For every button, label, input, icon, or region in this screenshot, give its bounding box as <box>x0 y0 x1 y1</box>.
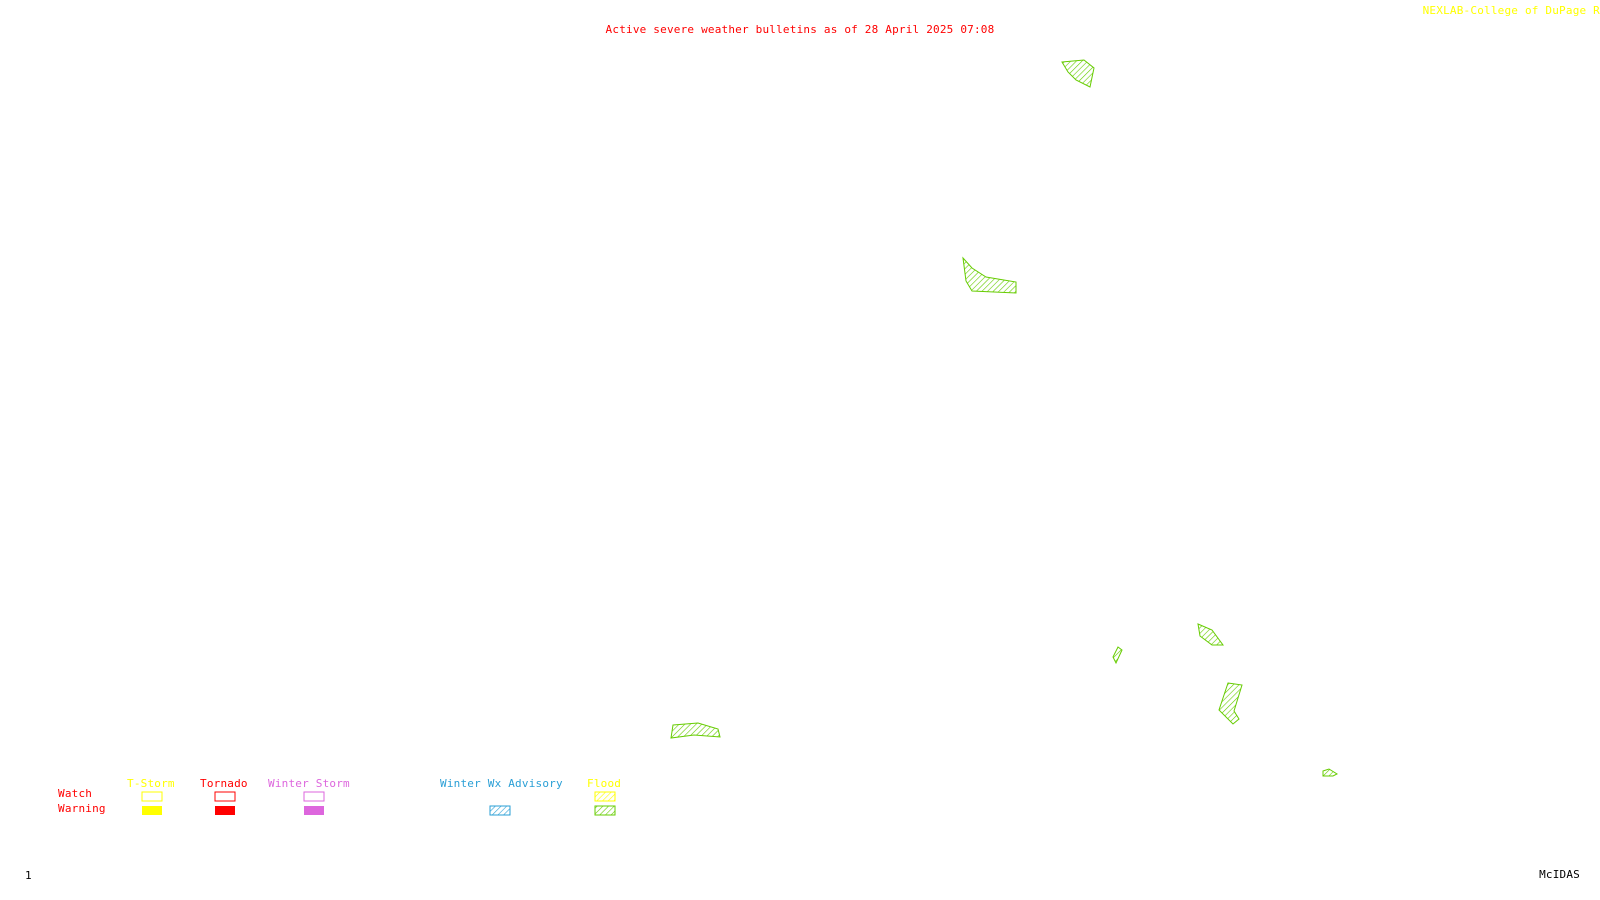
flood-warning-polygon <box>1322 768 1339 777</box>
tornado-warning-swatch <box>215 806 235 815</box>
flood-warning-polygon <box>1061 59 1095 88</box>
frame-number: 1 <box>25 869 32 882</box>
tornado-watch-swatch <box>214 791 236 802</box>
flood-warning-swatch <box>594 805 616 816</box>
credit-text: NEXLAB-College of DuPage R <box>1422 4 1600 17</box>
flood-warning-polygon <box>670 722 721 739</box>
legend-tstorm-label: T-Storm <box>127 777 175 790</box>
legend-winter-storm-label: Winter Storm <box>268 777 350 790</box>
flood-warning-polygon <box>1112 646 1123 665</box>
software-label: McIDAS <box>1539 868 1580 881</box>
flood-watch-swatch <box>594 791 616 802</box>
tstorm-watch-swatch <box>141 791 163 802</box>
flood-warning-polygon <box>962 256 1017 294</box>
legend-winter-wx-advisory-label: Winter Wx Advisory <box>440 777 563 790</box>
legend-watch-label: Watch <box>58 787 93 800</box>
legend-warning-label: Warning <box>58 802 106 815</box>
winter-storm-warning-swatch <box>304 806 324 815</box>
page-title: Active severe weather bulletins as of 28… <box>605 23 995 36</box>
flood-warning-polygon <box>1218 682 1243 725</box>
tstorm-warning-swatch <box>142 806 162 815</box>
flood-warning-polygon <box>1197 623 1224 646</box>
winter-storm-watch-swatch <box>303 791 325 802</box>
winter-wx-advisory-swatch <box>489 805 511 816</box>
legend-flood-label: Flood <box>587 777 622 790</box>
legend-tornado-label: Tornado <box>200 777 248 790</box>
